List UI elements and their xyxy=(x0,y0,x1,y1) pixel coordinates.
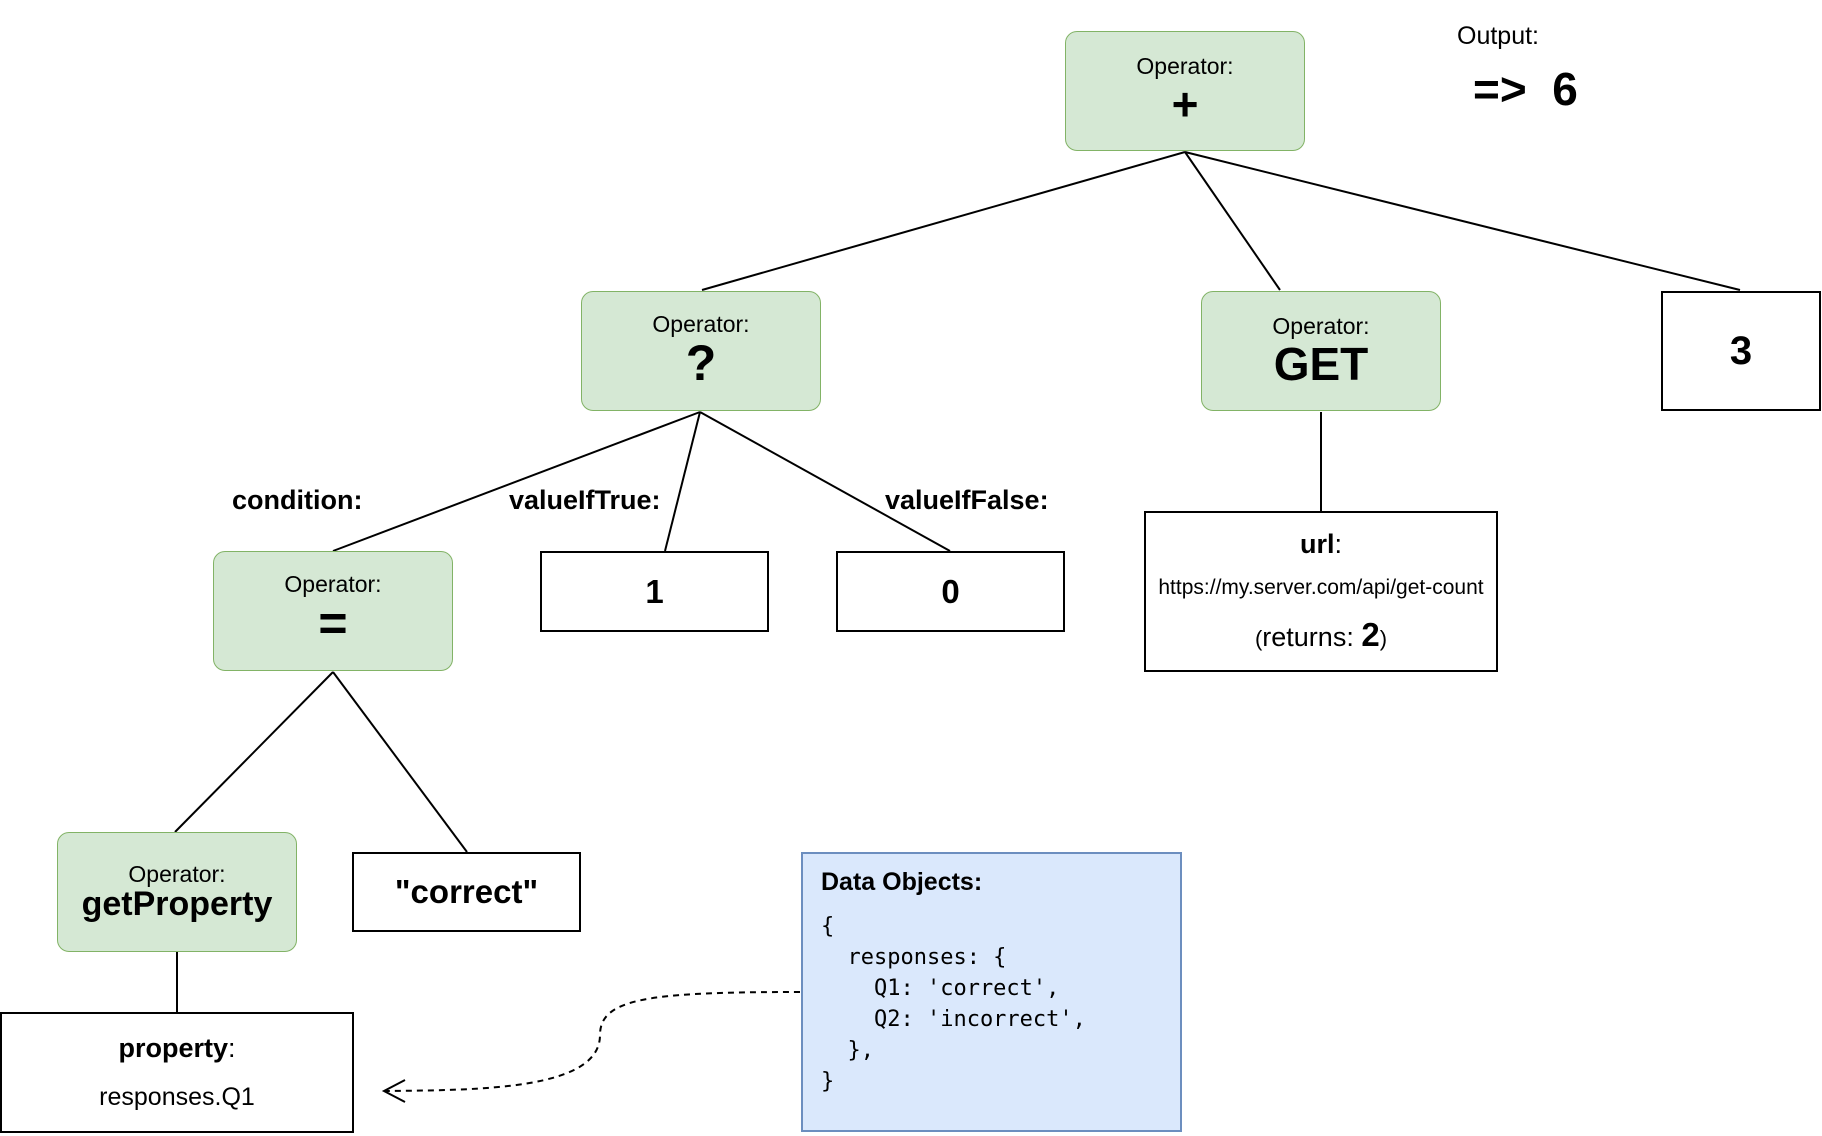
returns-close-paren: ) xyxy=(1379,626,1388,651)
edge-plus-three xyxy=(1184,151,1741,291)
operator-symbol: ? xyxy=(685,335,717,392)
value-text: "correct" xyxy=(394,873,539,910)
output-label: Output: xyxy=(1457,22,1539,50)
value-one-node[interactable]: 1 xyxy=(540,551,769,632)
url-value: https://my.server.com/api/get-count xyxy=(1158,576,1484,599)
condition-label: condition: xyxy=(232,485,363,515)
operator-label: Operator: xyxy=(284,571,382,598)
operator-equals-node[interactable]: Operator: = xyxy=(213,551,453,671)
edge-equals-correct xyxy=(332,671,468,853)
operator-symbol: + xyxy=(1171,77,1199,130)
url-node[interactable]: url: https://my.server.com/api/get-count… xyxy=(1144,511,1498,672)
data-objects-code: { responses: { Q1: 'correct', Q2: 'incor… xyxy=(821,914,1086,1094)
value-text: 1 xyxy=(645,572,664,610)
operator-label: Operator: xyxy=(1272,313,1370,340)
property-key-row: property: xyxy=(118,1033,235,1064)
operator-symbol: getProperty xyxy=(81,884,273,923)
edge-plus-get xyxy=(1184,151,1281,291)
edge-ternary-one xyxy=(664,411,701,552)
returns-value: 2 xyxy=(1361,616,1380,653)
operator-getproperty-node[interactable]: Operator: getProperty xyxy=(57,832,297,952)
property-node[interactable]: property: responses.Q1 xyxy=(0,1012,354,1133)
value-text: 0 xyxy=(941,572,960,610)
edge-ternary-zero xyxy=(699,411,951,552)
url-key: url xyxy=(1299,529,1335,559)
value-correct-node[interactable]: "correct" xyxy=(352,852,581,932)
value-if-true-label: valueIfTrue: xyxy=(509,485,661,515)
returns-label: returns: xyxy=(1262,622,1354,652)
url-key-sep: : xyxy=(1334,529,1343,559)
operator-ternary-node[interactable]: Operator: ? xyxy=(581,291,821,411)
data-objects-box[interactable]: Data Objects: { responses: { Q1: 'correc… xyxy=(801,852,1182,1132)
value-text: 3 xyxy=(1729,328,1753,373)
output-value: => 6 xyxy=(1473,63,1578,115)
edge-ternary-equals xyxy=(332,411,701,552)
edge-equals-getproperty xyxy=(174,671,334,833)
operator-symbol: = xyxy=(318,595,348,652)
property-value: responses.Q1 xyxy=(99,1083,255,1111)
operator-plus-node[interactable]: Operator: + xyxy=(1065,31,1305,151)
value-if-false-label: valueIfFalse: xyxy=(885,485,1049,515)
returns-open-paren: ( xyxy=(1254,626,1263,651)
operator-label: Operator: xyxy=(1136,53,1234,80)
operator-label: Operator: xyxy=(128,860,226,887)
data-reference-arrow xyxy=(384,991,801,1092)
value-three-node[interactable]: 3 xyxy=(1661,291,1821,411)
operator-symbol: GET xyxy=(1273,337,1369,390)
returns-row: (returns: 2) xyxy=(1255,616,1387,654)
arrow-head xyxy=(381,1079,406,1103)
value-zero-node[interactable]: 0 xyxy=(836,551,1065,632)
operator-get-node[interactable]: Operator: GET xyxy=(1201,291,1441,411)
property-key: property xyxy=(118,1033,228,1063)
property-key-sep: : xyxy=(228,1033,236,1063)
operator-label: Operator: xyxy=(652,311,750,338)
url-key-row: url: xyxy=(1300,529,1342,560)
data-objects-title: Data Objects: xyxy=(821,868,983,896)
edge-plus-ternary xyxy=(701,151,1186,291)
